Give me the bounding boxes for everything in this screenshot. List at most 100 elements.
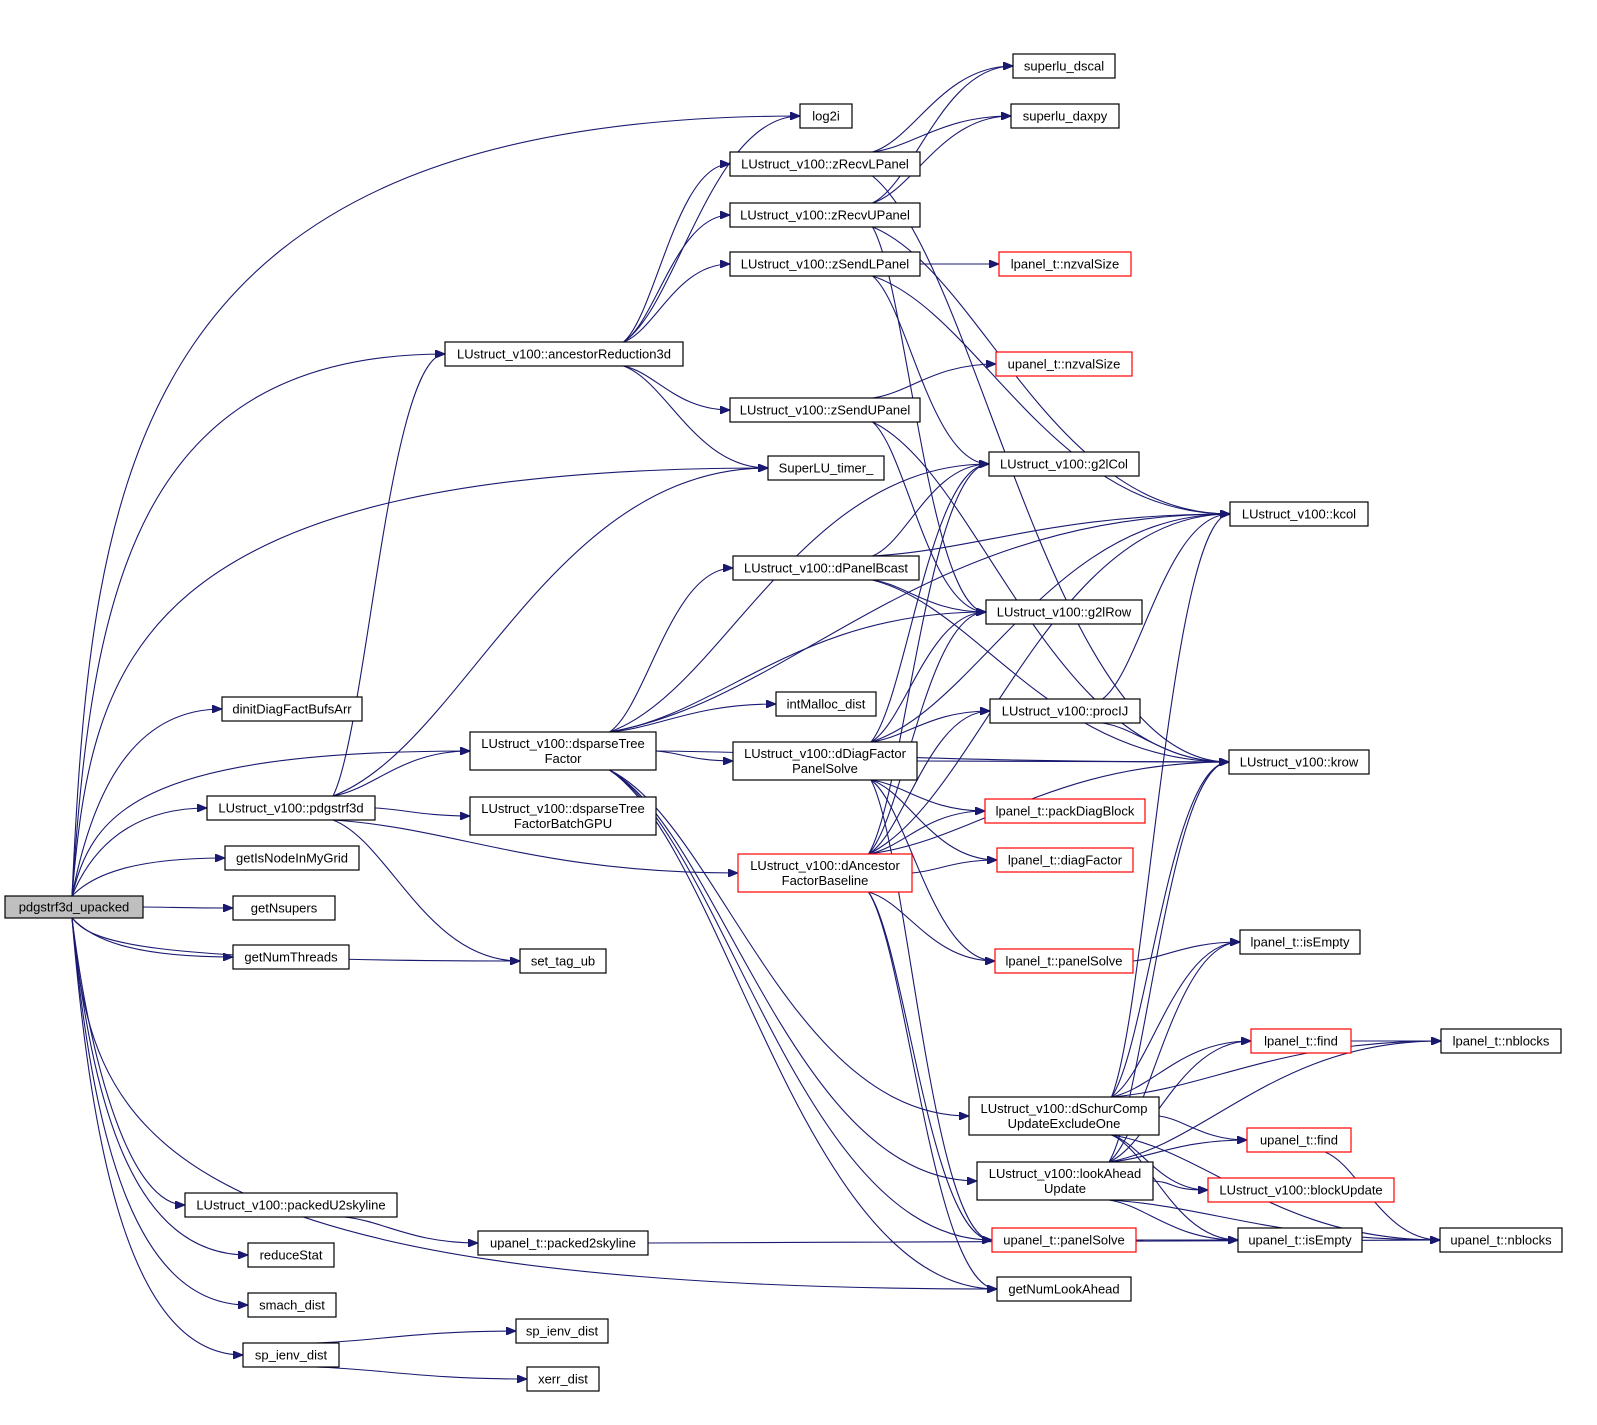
node-intMalloc[interactable]: intMalloc_dist [775,691,877,717]
node-blockUpdate[interactable]: LUstruct_v100::blockUpdate [1207,1177,1395,1203]
node-packed2[interactable]: upanel_t::packed2skyline [477,1230,649,1256]
edge-path [868,891,998,1289]
node-ancRed[interactable]: LUstruct_v100::ancestorReduction3d [444,341,684,367]
node-label: LUstruct_v100::dSchurComp [981,1101,1148,1116]
node-ufind[interactable]: upanel_t::find [1246,1127,1352,1153]
node-nsupers[interactable]: getNsupers [232,895,336,921]
node-box [184,1192,398,1218]
edge-path [623,264,731,343]
edge-root-to-spienv [71,917,243,1355]
node-dscal[interactable]: superlu_dscal [1012,53,1116,79]
edge-path [609,769,978,1181]
node-diagFactor[interactable]: lpanel_t::diagFactor [996,847,1134,873]
edge-zRecvL-to-daxpy [872,116,1012,153]
node-dinit[interactable]: dinitDiagFactBufsArr [221,696,363,722]
node-xerr[interactable]: xerr_dist [526,1366,600,1392]
node-label: FactorBaseline [782,873,869,888]
node-label: Update [1044,1181,1086,1196]
edge-path [1108,942,1240,1163]
node-getNumLA[interactable]: getNumLookAhead [996,1276,1132,1302]
edge-path [609,769,993,1240]
node-isNode[interactable]: getIsNodeInMyGrid [224,845,360,871]
node-procIJ[interactable]: LUstruct_v100::procIJ [989,698,1141,724]
edge-dPanelBcast-to-krow [872,579,1230,762]
edge-dAnc-to-kcol [868,514,1231,855]
node-lnzval[interactable]: lpanel_t::nzvalSize [998,251,1132,277]
node-box [729,251,921,277]
edge-dSchur-to-ufind [1158,1115,1247,1140]
node-uisEmpty[interactable]: upanel_t::isEmpty [1237,1227,1363,1253]
edge-path [1108,1199,1238,1240]
node-g2lCol[interactable]: LUstruct_v100::g2lCol [988,451,1140,477]
node-settag[interactable]: set_tag_ub [519,948,607,974]
node-upanelSolve[interactable]: upanel_t::panelSolve [991,1227,1137,1253]
edge-path [872,116,1012,204]
node-label: LUstruct_v100::dsparseTree [481,801,645,816]
node-kcol[interactable]: LUstruct_v100::kcol [1229,501,1369,527]
node-spienv2[interactable]: sp_ienv_dist [515,1318,609,1344]
edge-dAnc-to-lpanelSolve [868,891,996,961]
node-label: LUstruct_v100::blockUpdate [1219,1183,1382,1198]
node-packDiag[interactable]: lpanel_t::packDiagBlock [984,798,1146,824]
node-pdgstrf[interactable]: LUstruct_v100::pdgstrf3d [206,795,376,821]
edge-pdgstrf-to-dsparse [332,751,470,797]
edge-root-to-settag [71,917,520,961]
node-zSendL[interactable]: LUstruct_v100::zSendLPanel [729,251,921,277]
node-label: LUstruct_v100::g2lCol [1000,457,1128,472]
node-smach[interactable]: smach_dist [247,1292,337,1318]
node-unblocks[interactable]: upanel_t::nblocks [1439,1227,1563,1253]
edge-pdgstrf-to-dAnc [332,819,738,873]
edge-zRecvL-to-krow [872,175,1230,762]
edge-dAnc-to-packDiag [868,811,986,855]
node-daxpy[interactable]: superlu_daxpy [1010,103,1120,129]
node-log2i[interactable]: log2i [799,103,853,129]
node-label: LUstruct_v100::dPanelBcast [744,561,908,576]
edge-path [872,464,990,557]
edge-dDiag-to-lpanelSolve [870,779,995,961]
edge-path [623,116,801,343]
node-spienv[interactable]: sp_ienv_dist [242,1342,340,1368]
node-g2lRow[interactable]: LUstruct_v100::g2lRow [985,599,1143,625]
node-zSendU[interactable]: LUstruct_v100::zSendUPanel [729,397,921,423]
node-zRecvU[interactable]: LUstruct_v100::zRecvUPanel [729,202,921,228]
edge-lookAhead-to-uisEmpty [1108,1199,1238,1240]
node-box [1207,1177,1395,1203]
node-box [775,691,877,717]
edge-dDiag-to-procIJ [870,711,990,743]
node-packedU2[interactable]: LUstruct_v100::packedU2skyline [184,1192,398,1218]
node-unzval[interactable]: upanel_t::nzvalSize [995,351,1133,377]
edge-path [71,116,800,897]
edge-pdgstrf-to-ancRed [332,354,445,797]
node-krow[interactable]: LUstruct_v100::krow [1228,749,1370,775]
node-dPanelBcast[interactable]: LUstruct_v100::dPanelBcast [732,555,920,581]
node-zRecvL[interactable]: LUstruct_v100::zRecvLPanel [729,151,921,177]
node-dSchur[interactable]: LUstruct_v100::dSchurCompUpdateExcludeOn… [968,1096,1160,1136]
node-box [206,795,376,821]
edge-path [609,769,998,1289]
edge-path [870,779,985,811]
edge-path [1102,514,1231,700]
node-lpanelSolve[interactable]: lpanel_t::panelSolve [994,948,1134,974]
node-box [984,798,1146,824]
edge-path [872,421,987,612]
node-lnblocks[interactable]: lpanel_t::nblocks [1440,1028,1562,1054]
edge-zRecvU-to-daxpy [872,116,1012,204]
node-reduceStat[interactable]: reduceStat [247,1242,335,1268]
node-lfind[interactable]: lpanel_t::find [1250,1028,1352,1054]
node-box [732,555,920,581]
node-root[interactable]: pdgstrf3d_upacked [4,895,144,919]
node-timer[interactable]: SuperLU_timer_ [767,455,885,481]
edge-dAnc-to-procIJ [868,711,991,855]
node-box [767,455,885,481]
node-lisEmpty[interactable]: lpanel_t::isEmpty [1239,929,1361,955]
node-numThreads[interactable]: getNumThreads [232,944,350,970]
edge-path [71,751,470,897]
edge-path [71,917,185,1205]
edge-path [142,907,233,908]
